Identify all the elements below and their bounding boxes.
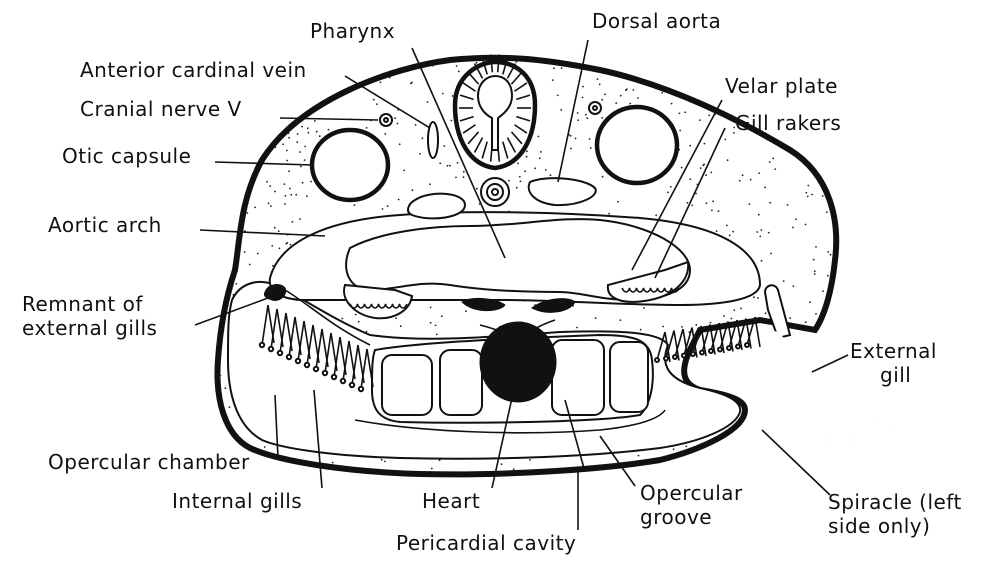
heart-vessels <box>479 319 556 341</box>
pericardial-compartment-1 <box>381 354 433 416</box>
dorsal-aorta-right <box>527 177 597 207</box>
leader-spiracle <box>761 429 831 496</box>
gill-raker-fringe <box>349 287 680 309</box>
external-gill-remnant <box>263 284 287 301</box>
label-aortic-arch: Aortic arch <box>48 213 162 237</box>
anterior-cardinal-vein <box>427 121 439 159</box>
external-gill <box>768 324 891 441</box>
leader-aortic-arch <box>199 229 326 237</box>
cranial-nerve-v-left-core <box>383 117 389 123</box>
gill-rakers-left <box>343 283 414 320</box>
label-remnant-line2: external gills <box>22 316 157 340</box>
pericardial-compartment-3 <box>551 339 605 416</box>
pericardial-compartment-2 <box>439 349 483 416</box>
leader-remnant <box>194 297 269 326</box>
label-internal-gills: Internal gills <box>172 489 302 513</box>
leader-cranial-nerve-v <box>279 117 379 121</box>
label-remnant-line1: Remnant of <box>22 292 143 316</box>
leader-internal-gills <box>313 389 323 489</box>
leader-otic-capsule <box>214 161 313 166</box>
label-opercular-groove-line1: Opercular <box>640 481 743 505</box>
leader-pericardial-inner <box>564 399 586 473</box>
label-otic-capsule: Otic capsule <box>62 144 191 168</box>
cranial-nerve-v-right-core <box>592 105 598 111</box>
label-spiracle-line1: Spiracle (left <box>828 490 962 514</box>
label-external-gill-line1: External <box>850 339 937 363</box>
leader-anterior-cardinal-vein <box>344 75 431 129</box>
leader-heart <box>491 397 513 489</box>
opercular-groove-line <box>354 409 666 434</box>
label-spiracle-line2: side only) <box>828 514 930 538</box>
velar-plate-left <box>461 297 506 312</box>
pericardial-compartment-4 <box>609 341 649 413</box>
dorsal-aorta-left <box>407 192 467 220</box>
label-heart: Heart <box>422 489 480 513</box>
otic-capsule-right <box>594 104 680 186</box>
leader-opercular-chamber <box>274 394 279 459</box>
label-opercular-groove-line2: groove <box>640 505 712 529</box>
otic-capsule-left <box>309 127 391 203</box>
internal-gills-left <box>258 304 374 393</box>
internal-gills-right <box>654 316 761 363</box>
leader-dorsal-aorta <box>557 39 589 183</box>
label-cranial-nerve-v: Cranial nerve V <box>80 97 242 121</box>
label-pharynx: Pharynx <box>310 19 395 43</box>
heart <box>479 321 557 403</box>
label-external-gill-line2: gill <box>880 363 911 387</box>
label-dorsal-aorta: Dorsal aorta <box>592 9 721 33</box>
leader-gill-rakers <box>654 127 726 279</box>
label-opercular-chamber: Opercular chamber <box>48 450 250 474</box>
neural-canal <box>476 74 514 151</box>
label-anterior-cardinal-vein: Anterior cardinal vein <box>80 58 307 82</box>
label-gill-rakers: Gill rakers <box>735 111 841 135</box>
labels: Pharynx Dorsal aorta Anterior cardinal v… <box>22 9 962 555</box>
remnant-tube <box>284 289 371 346</box>
leader-opercular-groove <box>599 435 636 487</box>
leader-pharynx <box>411 47 506 259</box>
leader-lines <box>194 39 849 530</box>
label-velar-plate: Velar plate <box>725 74 838 98</box>
label-pericardial-cavity: Pericardial cavity <box>396 531 576 555</box>
velar-plate-right <box>531 298 576 313</box>
leader-velar-plate <box>631 99 723 271</box>
leader-external-gill <box>811 354 849 373</box>
notochord-core <box>491 188 499 196</box>
